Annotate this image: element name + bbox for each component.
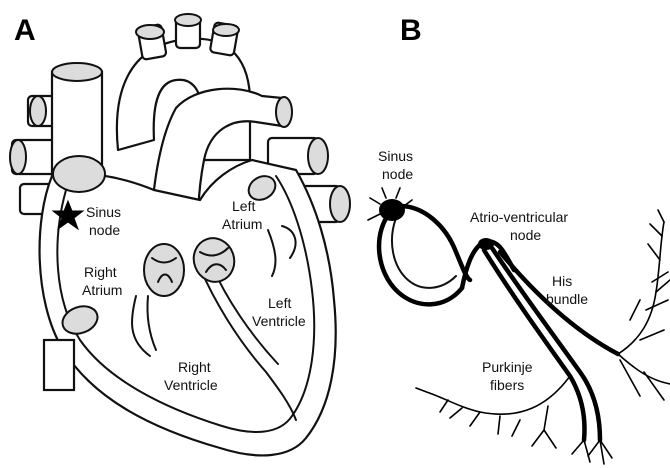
vessel-left-mid-opening (10, 140, 26, 174)
aorta-branch-2-opening (175, 14, 201, 26)
label-his-bundle: His bundle (546, 273, 588, 307)
pulmonary-valve (144, 244, 184, 296)
atrial-pathway-outer (379, 210, 462, 304)
pulmonary-vein-lower-opening (330, 186, 350, 222)
sinus-node-blob (379, 199, 405, 221)
conduction-system-diagram: B Sinus node (368, 14, 670, 464)
label-av-node: Atrio-ventricular node (470, 209, 572, 243)
svc-inner-opening (53, 156, 105, 192)
panel-letter-b: B (400, 14, 422, 47)
heart-diagram: A (10, 14, 350, 455)
vessel-left-top-opening (30, 96, 46, 126)
aorta-branch-3-opening (213, 24, 239, 36)
label-sinus-node-b: Sinus node (378, 148, 417, 182)
label-purkinje-fibers: Purkinje fibers (482, 359, 536, 393)
pulmonary-vein-upper-opening (308, 138, 328, 174)
aorta-branch-1-opening (136, 25, 164, 39)
svc-opening (52, 63, 102, 81)
panel-letter-a: A (14, 14, 36, 47)
atrial-pathway-inner (392, 218, 456, 288)
inferior-vena-cava (44, 340, 74, 390)
atrial-pathway-upper (400, 206, 470, 280)
ivc-tube (44, 340, 74, 390)
pulmonary-trunk-opening (276, 97, 292, 127)
